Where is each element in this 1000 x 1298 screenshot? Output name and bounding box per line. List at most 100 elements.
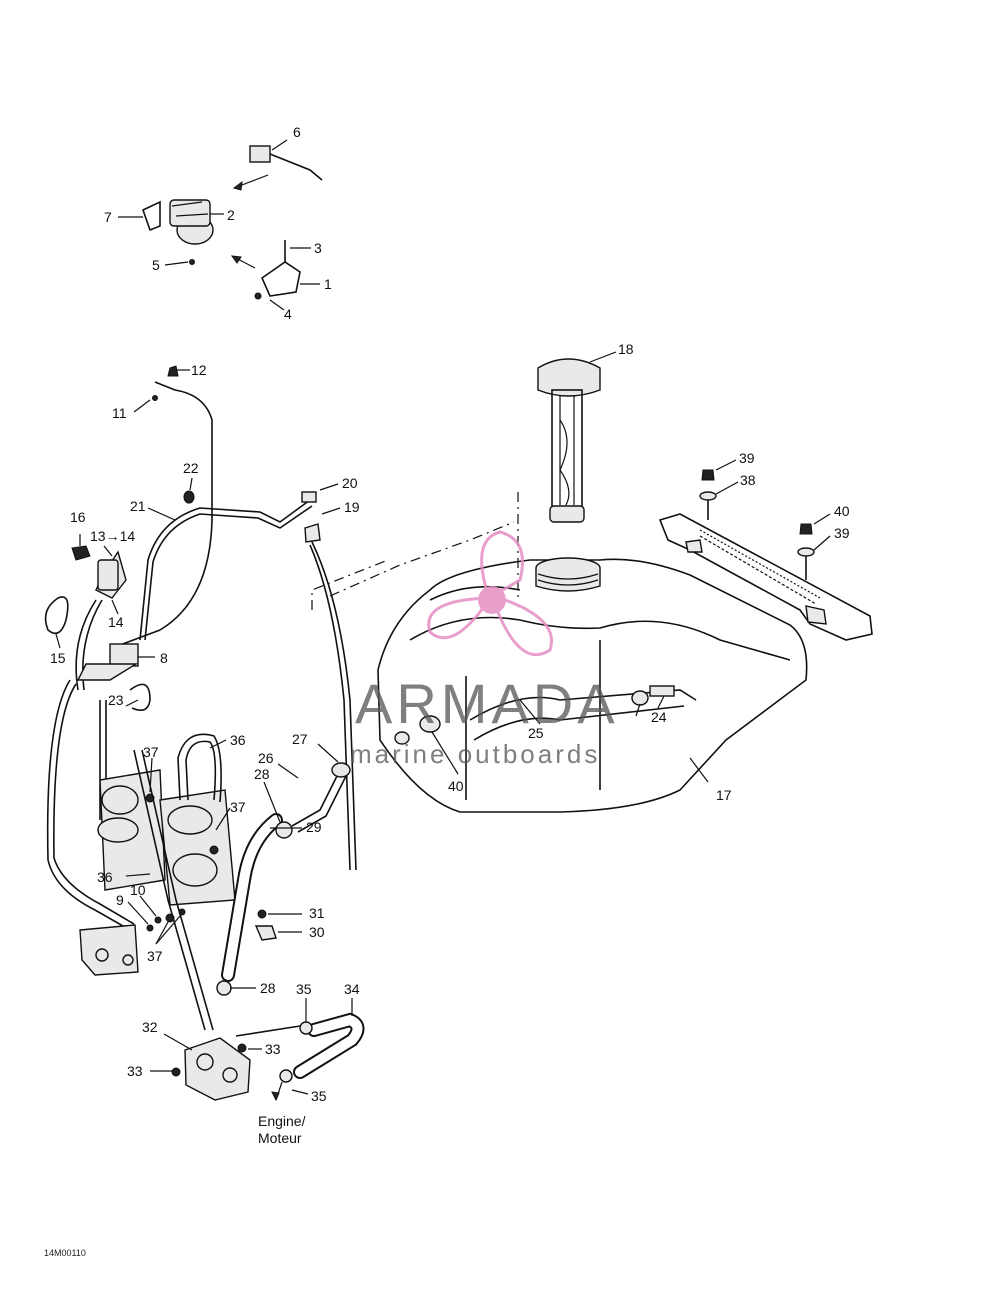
part-5-screw <box>189 259 195 265</box>
callout-8: 8 <box>160 650 168 666</box>
carburetors <box>79 733 236 1031</box>
engine-label-line1: Engine/ <box>258 1113 306 1129</box>
callout-22: 22 <box>183 460 199 476</box>
part-35-clamp <box>299 1021 313 1035</box>
callout-9: 9 <box>116 892 124 908</box>
figure-code: 14M00110 <box>44 1248 86 1258</box>
callout-38-top: 38 <box>740 472 756 488</box>
part-31-clip <box>257 909 267 919</box>
callout-13-14: 13→14 <box>90 528 135 544</box>
callout-37-top: 37 <box>143 744 159 760</box>
callout-21: 21 <box>130 498 146 514</box>
callout-34: 34 <box>344 981 360 997</box>
callout-30: 30 <box>309 924 325 940</box>
callout-labels: 6 7 2 3 5 1 4 12 11 22 21 20 19 16 13→14… <box>44 124 850 1258</box>
part-30-holder <box>254 925 277 941</box>
part-4-nut <box>254 292 262 300</box>
part-22-grommet <box>183 490 195 504</box>
oil-pump-assembly <box>118 139 323 311</box>
tank-strap-group <box>658 459 873 641</box>
callout-2: 2 <box>227 207 235 223</box>
armada-watermark: ARMADA marine outboards <box>350 530 619 769</box>
part-11-clip <box>152 395 158 401</box>
callout-24: 24 <box>651 709 667 725</box>
callout-35-bottom: 35 <box>311 1088 327 1104</box>
propeller-logo-icon <box>427 530 553 657</box>
callout-40-left: 40 <box>448 778 464 794</box>
oil-lines <box>119 365 357 871</box>
callout-1: 1 <box>324 276 332 292</box>
callout-20: 20 <box>342 475 358 491</box>
callout-19: 19 <box>344 499 360 515</box>
callout-35-top: 35 <box>296 981 312 997</box>
callout-29: 29 <box>306 819 322 835</box>
fuel-hose-group <box>216 743 351 996</box>
part-24-fitting <box>649 685 675 697</box>
part-10-washer <box>154 916 162 924</box>
part-28-clamp <box>275 821 293 839</box>
callout-31: 31 <box>309 905 325 921</box>
part-8-box <box>109 643 139 667</box>
part-36-hose <box>185 740 217 801</box>
part-6-connector <box>249 145 271 163</box>
callout-12: 12 <box>191 362 207 378</box>
watermark-brand: ARMADA <box>355 672 619 735</box>
callout-28-bottom: 28 <box>260 980 276 996</box>
part-32-fuel-pump <box>184 1037 251 1101</box>
callout-25: 25 <box>528 725 544 741</box>
part-38-washer <box>699 491 717 501</box>
part-6-cable <box>269 153 323 181</box>
part-39-nut <box>701 469 715 481</box>
callout-6: 6 <box>293 124 301 140</box>
callout-15: 15 <box>50 650 66 666</box>
part-40-grommet <box>419 715 441 733</box>
callout-39-right: 40 <box>834 503 850 519</box>
part-1-bracket <box>261 261 301 297</box>
part-26-filter <box>291 769 341 827</box>
wiring-group <box>44 534 155 931</box>
callout-16: 16 <box>70 509 86 525</box>
callout-28-top: 28 <box>254 766 270 782</box>
callout-23: 23 <box>108 692 124 708</box>
callout-5: 5 <box>152 257 160 273</box>
callout-37-mid: 37 <box>230 799 246 815</box>
part-12-clip <box>167 365 179 377</box>
part-33-screw <box>237 1043 247 1053</box>
callout-14: 14 <box>108 614 124 630</box>
engine-label-line2: Moteur <box>258 1130 302 1146</box>
mount-bracket <box>79 924 139 976</box>
callout-7: 7 <box>104 209 112 225</box>
part-7-bracket <box>142 200 161 232</box>
part-27-grommet <box>331 762 351 778</box>
tank-strap <box>658 513 873 641</box>
callout-3: 3 <box>314 240 322 256</box>
callout-39-top: 39 <box>739 450 755 466</box>
part-15-tie <box>44 596 69 635</box>
part-19-grommet <box>304 523 321 543</box>
oil-tube-11 <box>119 381 213 646</box>
callout-26: 26 <box>258 750 274 766</box>
callout-32: 32 <box>142 1019 158 1035</box>
callout-38-right: 39 <box>834 525 850 541</box>
fuel-pump-group <box>150 998 365 1102</box>
part-21-tube <box>139 499 311 641</box>
vent-line <box>311 541 357 871</box>
callout-33-left: 33 <box>127 1063 143 1079</box>
fuel-tank-group <box>311 351 808 813</box>
callout-17: 17 <box>716 787 732 803</box>
callout-33-right: 33 <box>265 1041 281 1057</box>
callout-27: 27 <box>292 731 308 747</box>
callout-18: 18 <box>618 341 634 357</box>
part-16-clip <box>71 545 91 561</box>
part-9-screw <box>146 924 154 932</box>
callout-10: 10 <box>130 882 146 898</box>
callout-36-bottom: 36 <box>97 869 113 885</box>
callout-36-top: 36 <box>230 732 246 748</box>
watermark-tagline: marine outboards <box>350 739 600 769</box>
part-23-wire <box>129 683 151 711</box>
callout-11: 11 <box>112 405 127 421</box>
part-20-fitting <box>301 491 317 503</box>
callout-37-bottom: 37 <box>147 948 163 964</box>
callout-4: 4 <box>284 306 292 322</box>
